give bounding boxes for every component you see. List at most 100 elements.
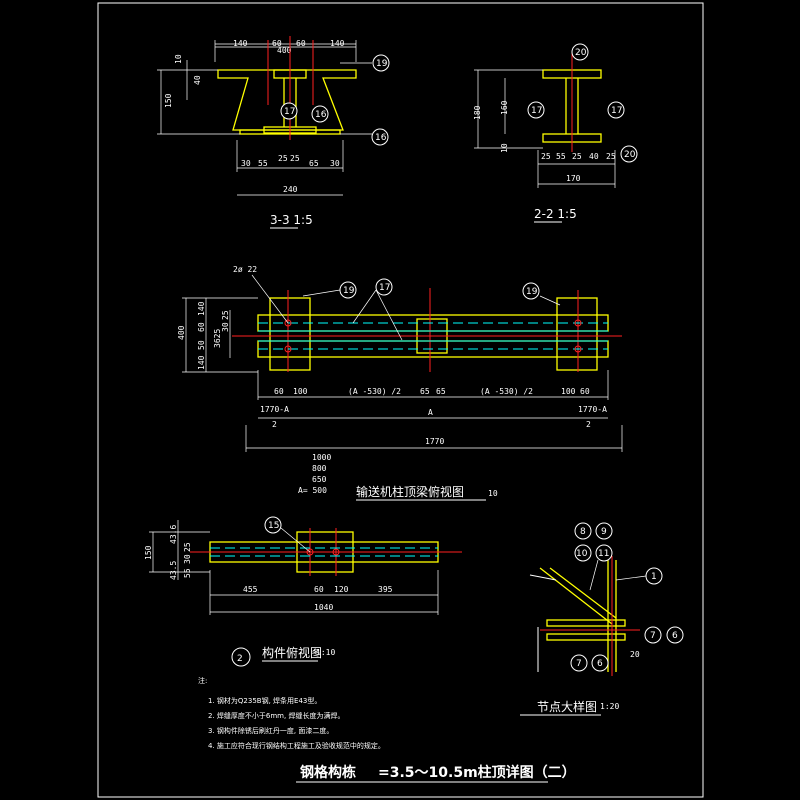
dim-60b: 60 <box>296 39 306 48</box>
member-dim-43-6: 43.6 <box>169 525 178 544</box>
dim-25d: 25 <box>572 152 582 161</box>
plan-title: 输送机柱顶梁俯视图 <box>356 484 464 499</box>
node-dim-20: 20 <box>630 650 640 659</box>
plan-dim-60a: 60 <box>274 387 284 396</box>
dim-30a: 30 <box>241 159 251 168</box>
a-value-1000: 1000 <box>312 453 331 462</box>
dim-65: 65 <box>309 159 319 168</box>
svg-text:20: 20 <box>575 48 587 58</box>
plan-dim-100b: 100 <box>561 387 576 396</box>
plan-dim-1770a: 1770-A <box>260 405 289 414</box>
plan-dim-expr-a: (A -530) /2 <box>348 387 401 396</box>
dim-40b: 40 <box>589 152 599 161</box>
svg-text:17: 17 <box>611 106 622 116</box>
note-4: 4. 施工应符合现行钢结构工程施工及验收规范中的规定。 <box>208 741 385 750</box>
plan-dim-140b: 140 <box>197 355 206 370</box>
svg-text:6: 6 <box>672 631 678 641</box>
dim-10b: 10 <box>500 143 509 153</box>
member-dim-60: 60 <box>314 585 324 594</box>
svg-text:17: 17 <box>379 283 390 293</box>
member-dim-43-5: 43.5 <box>169 561 178 580</box>
dim-140b: 140 <box>330 39 345 48</box>
callout-17: 17 <box>280 102 298 120</box>
node-scale: 1:20 <box>600 702 619 711</box>
plan-scale: 10 <box>488 489 498 498</box>
plan-dim-100a: 100 <box>293 387 308 396</box>
callout-17b: 17 <box>607 101 625 119</box>
svg-text:15: 15 <box>268 521 279 531</box>
svg-text:6: 6 <box>597 659 603 669</box>
svg-text:17: 17 <box>531 106 542 116</box>
svg-text:19: 19 <box>526 287 538 297</box>
member-dim-120: 120 <box>334 585 349 594</box>
svg-text:11: 11 <box>598 549 609 559</box>
plan-dim-25: 25 <box>221 310 230 320</box>
sheet-title: 钢格构栋 =3.5～10.5m柱顶详图（二） <box>296 764 576 783</box>
note-3: 3. 钢构件除锈后刷红丹一度, 面漆二度。 <box>208 726 333 735</box>
dim-400: 400 <box>277 46 292 55</box>
plan-dim-60: 60 <box>197 322 206 332</box>
callout-17a: 17 <box>527 101 545 119</box>
plan-dim-50: 50 <box>197 340 206 350</box>
section-2-2-title: 2-2 1:5 <box>534 207 577 221</box>
dim-240: 240 <box>283 185 298 194</box>
callout-9: 9 <box>595 522 613 540</box>
a-value-500: A= 500 <box>298 486 327 495</box>
dim-25e: 25 <box>606 152 616 161</box>
callout-19b: 19 <box>522 282 540 300</box>
dim-170: 170 <box>566 174 581 183</box>
svg-text:2: 2 <box>237 654 243 664</box>
callout-17p: 17 <box>375 278 393 296</box>
callout-11: 11 <box>595 544 613 562</box>
sheet-title-left: 钢格构栋 <box>300 764 356 781</box>
notes: 注: 1. 钢材为Q235B钢, 焊条用E43型。 2. 焊缝厚度不小于6mm,… <box>198 676 385 750</box>
svg-text:10: 10 <box>576 549 588 559</box>
section-2-2: 20 17 17 20 180 160 10 25 55 25 40 25 17… <box>473 43 638 223</box>
dim-10: 10 <box>174 54 183 64</box>
svg-text:1: 1 <box>651 572 657 582</box>
bracket-outline <box>217 69 357 131</box>
member-num-2: 2 <box>231 647 251 667</box>
node-title: 节点大样图 <box>537 699 597 714</box>
dim-55b: 55 <box>556 152 566 161</box>
section-3-3-title: 3-3 1:5 <box>270 213 313 227</box>
dim-55: 55 <box>258 159 268 168</box>
bolt-label: 2ø 22 <box>233 265 257 274</box>
a-value-650: 650 <box>312 475 327 484</box>
callout-19: 19 <box>372 54 390 72</box>
node-detail: 8 9 10 11 1 7 6 7 6 20 节点大样图 1:20 <box>520 522 684 716</box>
plan-dim-2a: 2 <box>272 420 277 429</box>
dim-40: 40 <box>193 75 202 85</box>
callout-6a: 6 <box>666 626 684 644</box>
svg-text:17: 17 <box>284 107 295 117</box>
svg-text:7: 7 <box>576 659 582 669</box>
plan-dim-30: 30 <box>221 322 230 332</box>
dim-140a: 140 <box>233 39 248 48</box>
svg-text:19: 19 <box>376 59 388 69</box>
member-dim-30: 30 <box>183 554 192 564</box>
a-value-800: 800 <box>312 464 327 473</box>
callout-7b: 7 <box>570 654 588 672</box>
sheet-title-right: =3.5～10.5m柱顶详图（二） <box>378 764 576 781</box>
callout-6b: 6 <box>591 654 609 672</box>
plan-dim-1770b: 1770-A <box>578 405 607 414</box>
plan-dim-A: A <box>428 408 433 417</box>
dim-60a: 60 <box>272 39 282 48</box>
plan-dim-60b: 60 <box>580 387 590 396</box>
plan-view: 2ø 22 19 17 19 400 140 60 50 140 25 30 3… <box>177 265 623 501</box>
member-dim-455: 455 <box>243 585 258 594</box>
section-3-3: 400 140 60 60 140 150 10 40 30 55 25 25 … <box>157 36 390 229</box>
member-dim-395: 395 <box>378 585 393 594</box>
svg-text:8: 8 <box>580 527 586 537</box>
svg-text:20: 20 <box>624 150 636 160</box>
member-dim-1040: 1040 <box>314 603 333 612</box>
svg-text:16: 16 <box>375 133 387 143</box>
dim-180: 180 <box>473 105 482 120</box>
svg-text:9: 9 <box>601 527 607 537</box>
dim-30b: 30 <box>330 159 340 168</box>
sheet-border <box>97 2 704 798</box>
plan-dim-65b: 65 <box>436 387 446 396</box>
plan-dim-400: 400 <box>177 325 186 340</box>
callout-10: 10 <box>574 544 592 562</box>
callout-7a: 7 <box>644 626 662 644</box>
